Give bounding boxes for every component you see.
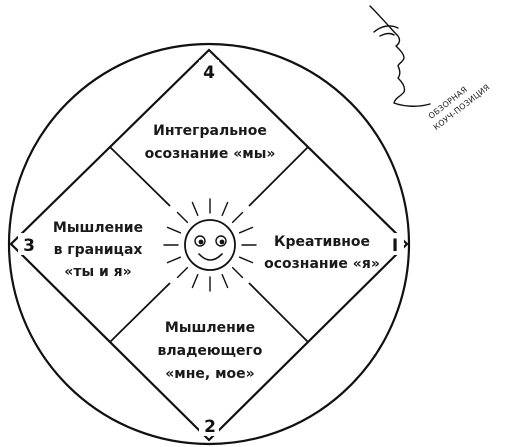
quadrant-top-line-2: осознание «мы» — [145, 146, 276, 162]
corner-top: 4 — [199, 60, 219, 83]
sun-ray — [231, 211, 244, 224]
sun-ray — [176, 211, 189, 224]
quadrant-bottom-line-2: владеющего — [158, 343, 263, 359]
sun-ray — [221, 273, 229, 289]
outer-circle — [7, 42, 411, 446]
sun-ray — [176, 266, 189, 279]
corner-bottom: 2 — [199, 414, 219, 437]
sun-right-eye — [215, 235, 227, 247]
corner-number-right: I — [392, 236, 398, 256]
sun-ray — [238, 226, 254, 234]
sun-ray — [231, 266, 244, 279]
quadrant-bottom-line-1: Мышление — [165, 320, 255, 336]
corner-bottom-box — [199, 414, 219, 436]
quadrant-right-label: Креативное осознание «я» — [264, 234, 380, 272]
corner-left-box — [18, 233, 38, 255]
sun-smile — [198, 253, 223, 261]
sun-face — [184, 219, 236, 271]
sun-ray — [238, 256, 254, 264]
sun-ray — [191, 201, 199, 217]
observer-caption: ОБЗОРНАЯ КОУЧ-ПОЗИЦИЯ — [427, 83, 492, 132]
corner-left: 3 — [18, 233, 38, 256]
quadrant-right-line-1: Креативное — [274, 234, 370, 250]
corner-right: I — [386, 233, 404, 256]
sun-ray — [191, 273, 199, 289]
sun-rays — [163, 198, 257, 292]
sun-ray — [166, 226, 182, 234]
quadrant-dividers — [109, 146, 309, 343]
smiling-sun-icon — [163, 198, 257, 292]
quadrant-left-line-1: Мышление — [53, 220, 143, 236]
quadrant-bottom-line-3: «мне, мое» — [165, 366, 254, 382]
corner-top-box — [199, 60, 219, 82]
corner-right-box — [386, 233, 404, 255]
quadrant-top-label: Интегральное осознание «мы» — [145, 123, 276, 162]
quadrant-top-line-1: Интегральное — [153, 123, 267, 139]
quadrant-bottom-label: Мышление владеющего «мне, мое» — [158, 320, 263, 382]
sun-ray — [221, 201, 229, 217]
sun-left-eye — [194, 235, 206, 247]
corner-number-top: 4 — [203, 63, 215, 83]
corner-number-left: 3 — [23, 236, 35, 256]
observer-profile-icon — [369, 5, 431, 107]
corner-number-bottom: 2 — [204, 417, 216, 437]
sun-ray — [166, 256, 182, 264]
quadrant-left-line-2: в границах — [54, 242, 143, 258]
quadrant-left-line-3: «ты и я» — [64, 264, 131, 280]
quadrant-right-line-2: осознание «я» — [264, 256, 380, 272]
quadrant-left-label: Мышление в границах «ты и я» — [53, 220, 143, 280]
diamond-frame — [9, 48, 409, 442]
